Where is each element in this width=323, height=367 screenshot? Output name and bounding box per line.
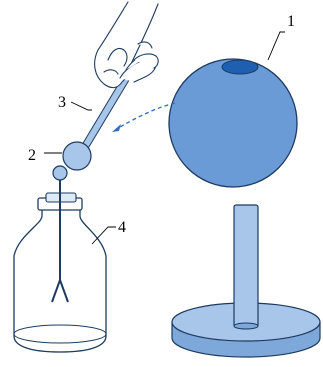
charged-sphere-apparatus [169,59,320,357]
electroscope-knob [53,166,67,180]
label-insulating-rod: 3 [58,94,66,111]
label-electroscope: 4 [118,219,126,236]
label-sphere: 1 [287,13,295,30]
stand-column [234,205,258,327]
dashed-motion-path [115,103,175,130]
label-small-ball: 2 [28,147,36,164]
small-ball [63,142,91,170]
electroscope [14,166,106,352]
probe-apparatus [63,75,128,170]
large-sphere [169,59,297,187]
sphere-opening [222,60,258,74]
hand-illustration [95,2,159,88]
arrowhead [112,124,121,132]
